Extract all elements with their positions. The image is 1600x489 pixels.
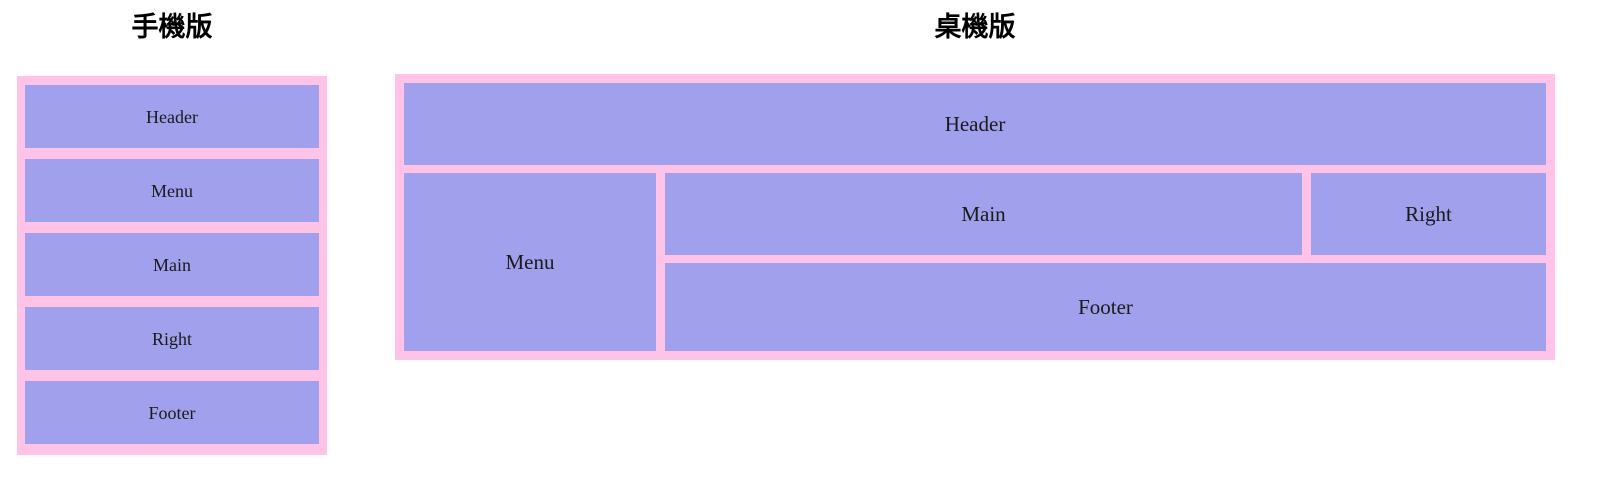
mobile-region-main: Main — [25, 233, 319, 296]
mobile-region-menu: Menu — [25, 159, 319, 222]
desktop-region-menu: Menu — [404, 173, 656, 351]
mobile-region-header: Header — [25, 85, 319, 148]
mobile-region-footer: Footer — [25, 381, 319, 444]
mobile-region-right: Right — [25, 307, 319, 370]
desktop-layout-title: 桌機版 — [934, 12, 1016, 43]
mobile-layout-title: 手機版 — [131, 12, 213, 43]
desktop-region-header: Header — [404, 83, 1546, 165]
desktop-region-main: Main — [665, 173, 1302, 255]
mobile-layout-wireframe: Header Menu Main Right Footer — [17, 76, 327, 455]
desktop-layout-wireframe: Header Menu Main Right Footer — [395, 74, 1555, 360]
desktop-region-right: Right — [1311, 173, 1546, 255]
desktop-region-footer: Footer — [665, 263, 1546, 351]
